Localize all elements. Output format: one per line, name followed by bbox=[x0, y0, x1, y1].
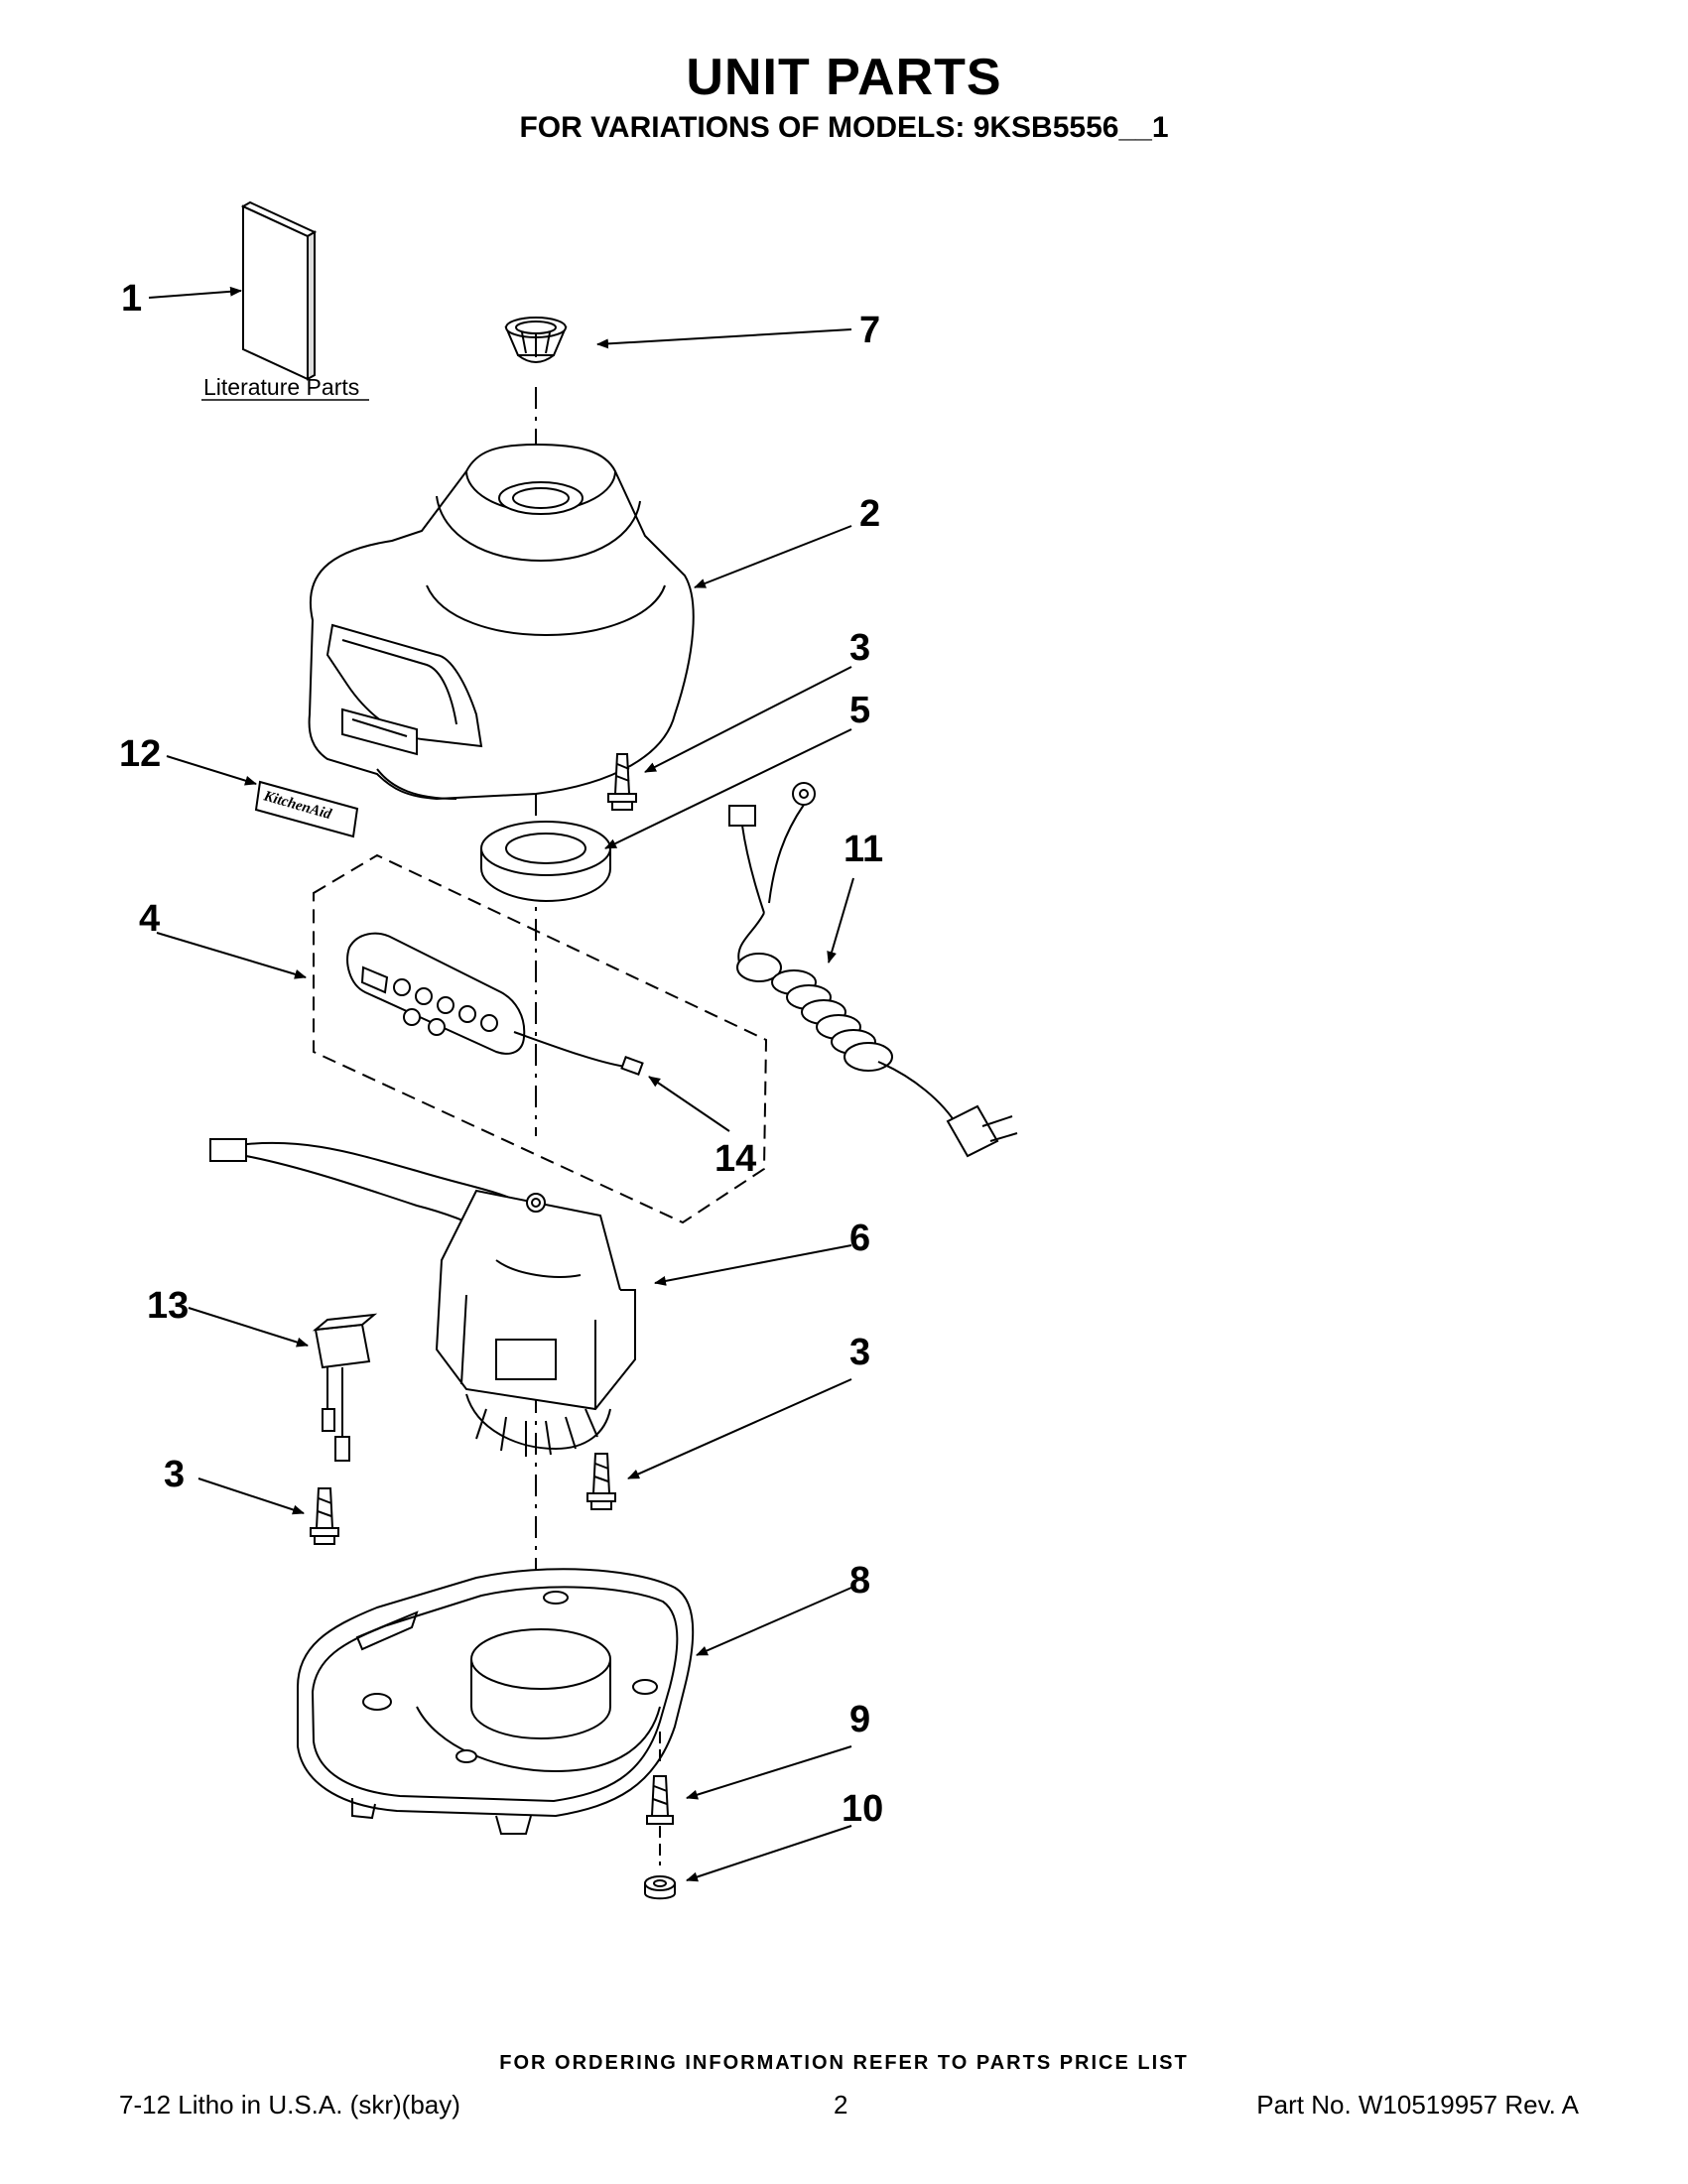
litho-info: 7-12 Litho in U.S.A. (skr)(bay) bbox=[119, 2090, 460, 2120]
control-panel bbox=[346, 932, 644, 1076]
callout-3-middle: 3 bbox=[849, 1332, 870, 1373]
arrow-part-6 bbox=[654, 1244, 852, 1286]
callout-6: 6 bbox=[849, 1218, 870, 1259]
arrow-part-9 bbox=[686, 1745, 852, 1800]
callout-14: 14 bbox=[714, 1138, 756, 1180]
gasket-ring bbox=[480, 821, 611, 903]
arrow-part-8 bbox=[696, 1587, 852, 1656]
callout-8: 8 bbox=[849, 1560, 870, 1602]
base-housing bbox=[308, 443, 695, 801]
arrow-part-1 bbox=[148, 286, 242, 299]
drive-coupler bbox=[504, 317, 568, 363]
callout-10: 10 bbox=[842, 1788, 883, 1830]
arrow-part-5 bbox=[604, 728, 852, 849]
callout-11: 11 bbox=[844, 829, 883, 870]
arrow-part-13 bbox=[188, 1307, 309, 1348]
foot bbox=[644, 1875, 676, 1900]
arrow-part-4 bbox=[156, 932, 307, 979]
base-plate bbox=[297, 1568, 695, 1835]
callout-2: 2 bbox=[859, 493, 880, 535]
power-cord bbox=[728, 782, 1018, 1158]
callout-13: 13 bbox=[147, 1285, 189, 1327]
arrow-part-10 bbox=[686, 1825, 852, 1882]
ordering-note: FOR ORDERING INFORMATION REFER TO PARTS … bbox=[499, 2052, 1189, 2074]
arrow-part-14 bbox=[648, 1076, 730, 1132]
arrow-part-3-upper bbox=[644, 666, 852, 773]
literature-booklet bbox=[240, 200, 318, 381]
screw-base bbox=[646, 1775, 674, 1825]
suppressor-component bbox=[312, 1313, 378, 1462]
callout-3-upper: 3 bbox=[849, 627, 870, 669]
motor-assembly bbox=[209, 1138, 636, 1457]
callout-9: 9 bbox=[849, 1699, 870, 1740]
arrow-part-2 bbox=[694, 525, 852, 588]
callout-1: 1 bbox=[121, 278, 142, 320]
arrow-part-3-lower bbox=[197, 1477, 305, 1515]
screw-lower bbox=[310, 1487, 339, 1545]
page-number: 2 bbox=[834, 2090, 848, 2120]
callout-4: 4 bbox=[139, 898, 160, 940]
screw-middle bbox=[586, 1453, 616, 1510]
page-title: UNIT PARTS bbox=[686, 49, 1002, 106]
screw-upper bbox=[607, 753, 637, 811]
arrow-part-12 bbox=[166, 755, 257, 786]
callout-12: 12 bbox=[119, 733, 161, 775]
callout-3-lower: 3 bbox=[164, 1454, 185, 1495]
callout-7: 7 bbox=[859, 310, 880, 351]
page-subtitle: FOR VARIATIONS OF MODELS: 9KSB5556__1 bbox=[519, 111, 1169, 144]
arrow-part-7 bbox=[596, 328, 852, 349]
control-panel-kit-box bbox=[313, 853, 768, 1224]
literature-parts-label: Literature Parts bbox=[203, 374, 359, 400]
part-number: Part No. W10519957 Rev. A bbox=[1256, 2090, 1579, 2120]
callout-5: 5 bbox=[849, 690, 870, 731]
badge-logo bbox=[254, 780, 359, 838]
arrow-part-3-middle bbox=[627, 1378, 852, 1479]
arrow-part-11 bbox=[827, 877, 854, 964]
